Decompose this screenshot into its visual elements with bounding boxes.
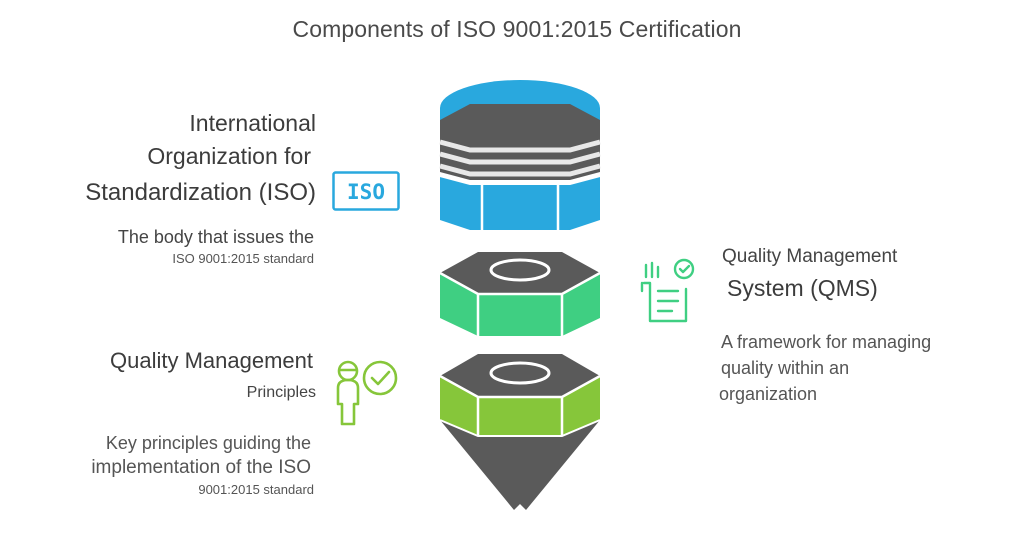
qmp-layer	[439, 354, 601, 510]
page-title: Components of ISO 9001:2015 Certificatio…	[292, 16, 742, 42]
iso-layer	[439, 80, 601, 230]
qms-description-line: A framework for managing	[721, 332, 932, 352]
iso-description-line: ISO 9001:2015 standard	[172, 251, 314, 266]
qmp-heading: Quality Management Principles	[20, 346, 316, 410]
checklist-icon	[636, 255, 704, 329]
qmp-description-line: implementation of the ISO	[91, 457, 311, 478]
qms-description-line: organization	[719, 384, 818, 404]
iso-description-line: The body that issues the	[117, 227, 314, 247]
qms-description: A framework for managing quality within …	[719, 329, 1009, 407]
iso-heading-line: International	[189, 110, 316, 136]
qmp-description: Key principles guiding the implementatio…	[20, 431, 316, 499]
qms-heading: Quality Management System (QMS)	[722, 244, 1012, 306]
iso-description: The body that issues the ISO 9001:2015 s…	[20, 224, 314, 268]
iso-badge-icon: ISO	[332, 171, 400, 211]
iso-heading-line: Organization for	[147, 143, 311, 169]
qms-heading-line: System (QMS)	[727, 275, 878, 301]
qms-layer	[439, 252, 601, 336]
iso-heading: International Organization for Standardi…	[20, 107, 316, 213]
qmp-description-line: Key principles guiding the	[105, 433, 311, 453]
iso-heading-line: Standardization (ISO)	[85, 179, 316, 206]
qmp-heading-line: Quality Management	[110, 348, 313, 373]
qmp-heading-line: Principles	[246, 384, 316, 401]
component-stack	[439, 80, 601, 510]
iso-badge-label: ISO	[347, 180, 385, 204]
qms-description-line: quality within an	[721, 358, 850, 378]
qmp-description-line: 9001:2015 standard	[198, 482, 314, 497]
qms-heading-line: Quality Management	[722, 246, 898, 267]
person-check-icon	[330, 356, 402, 428]
